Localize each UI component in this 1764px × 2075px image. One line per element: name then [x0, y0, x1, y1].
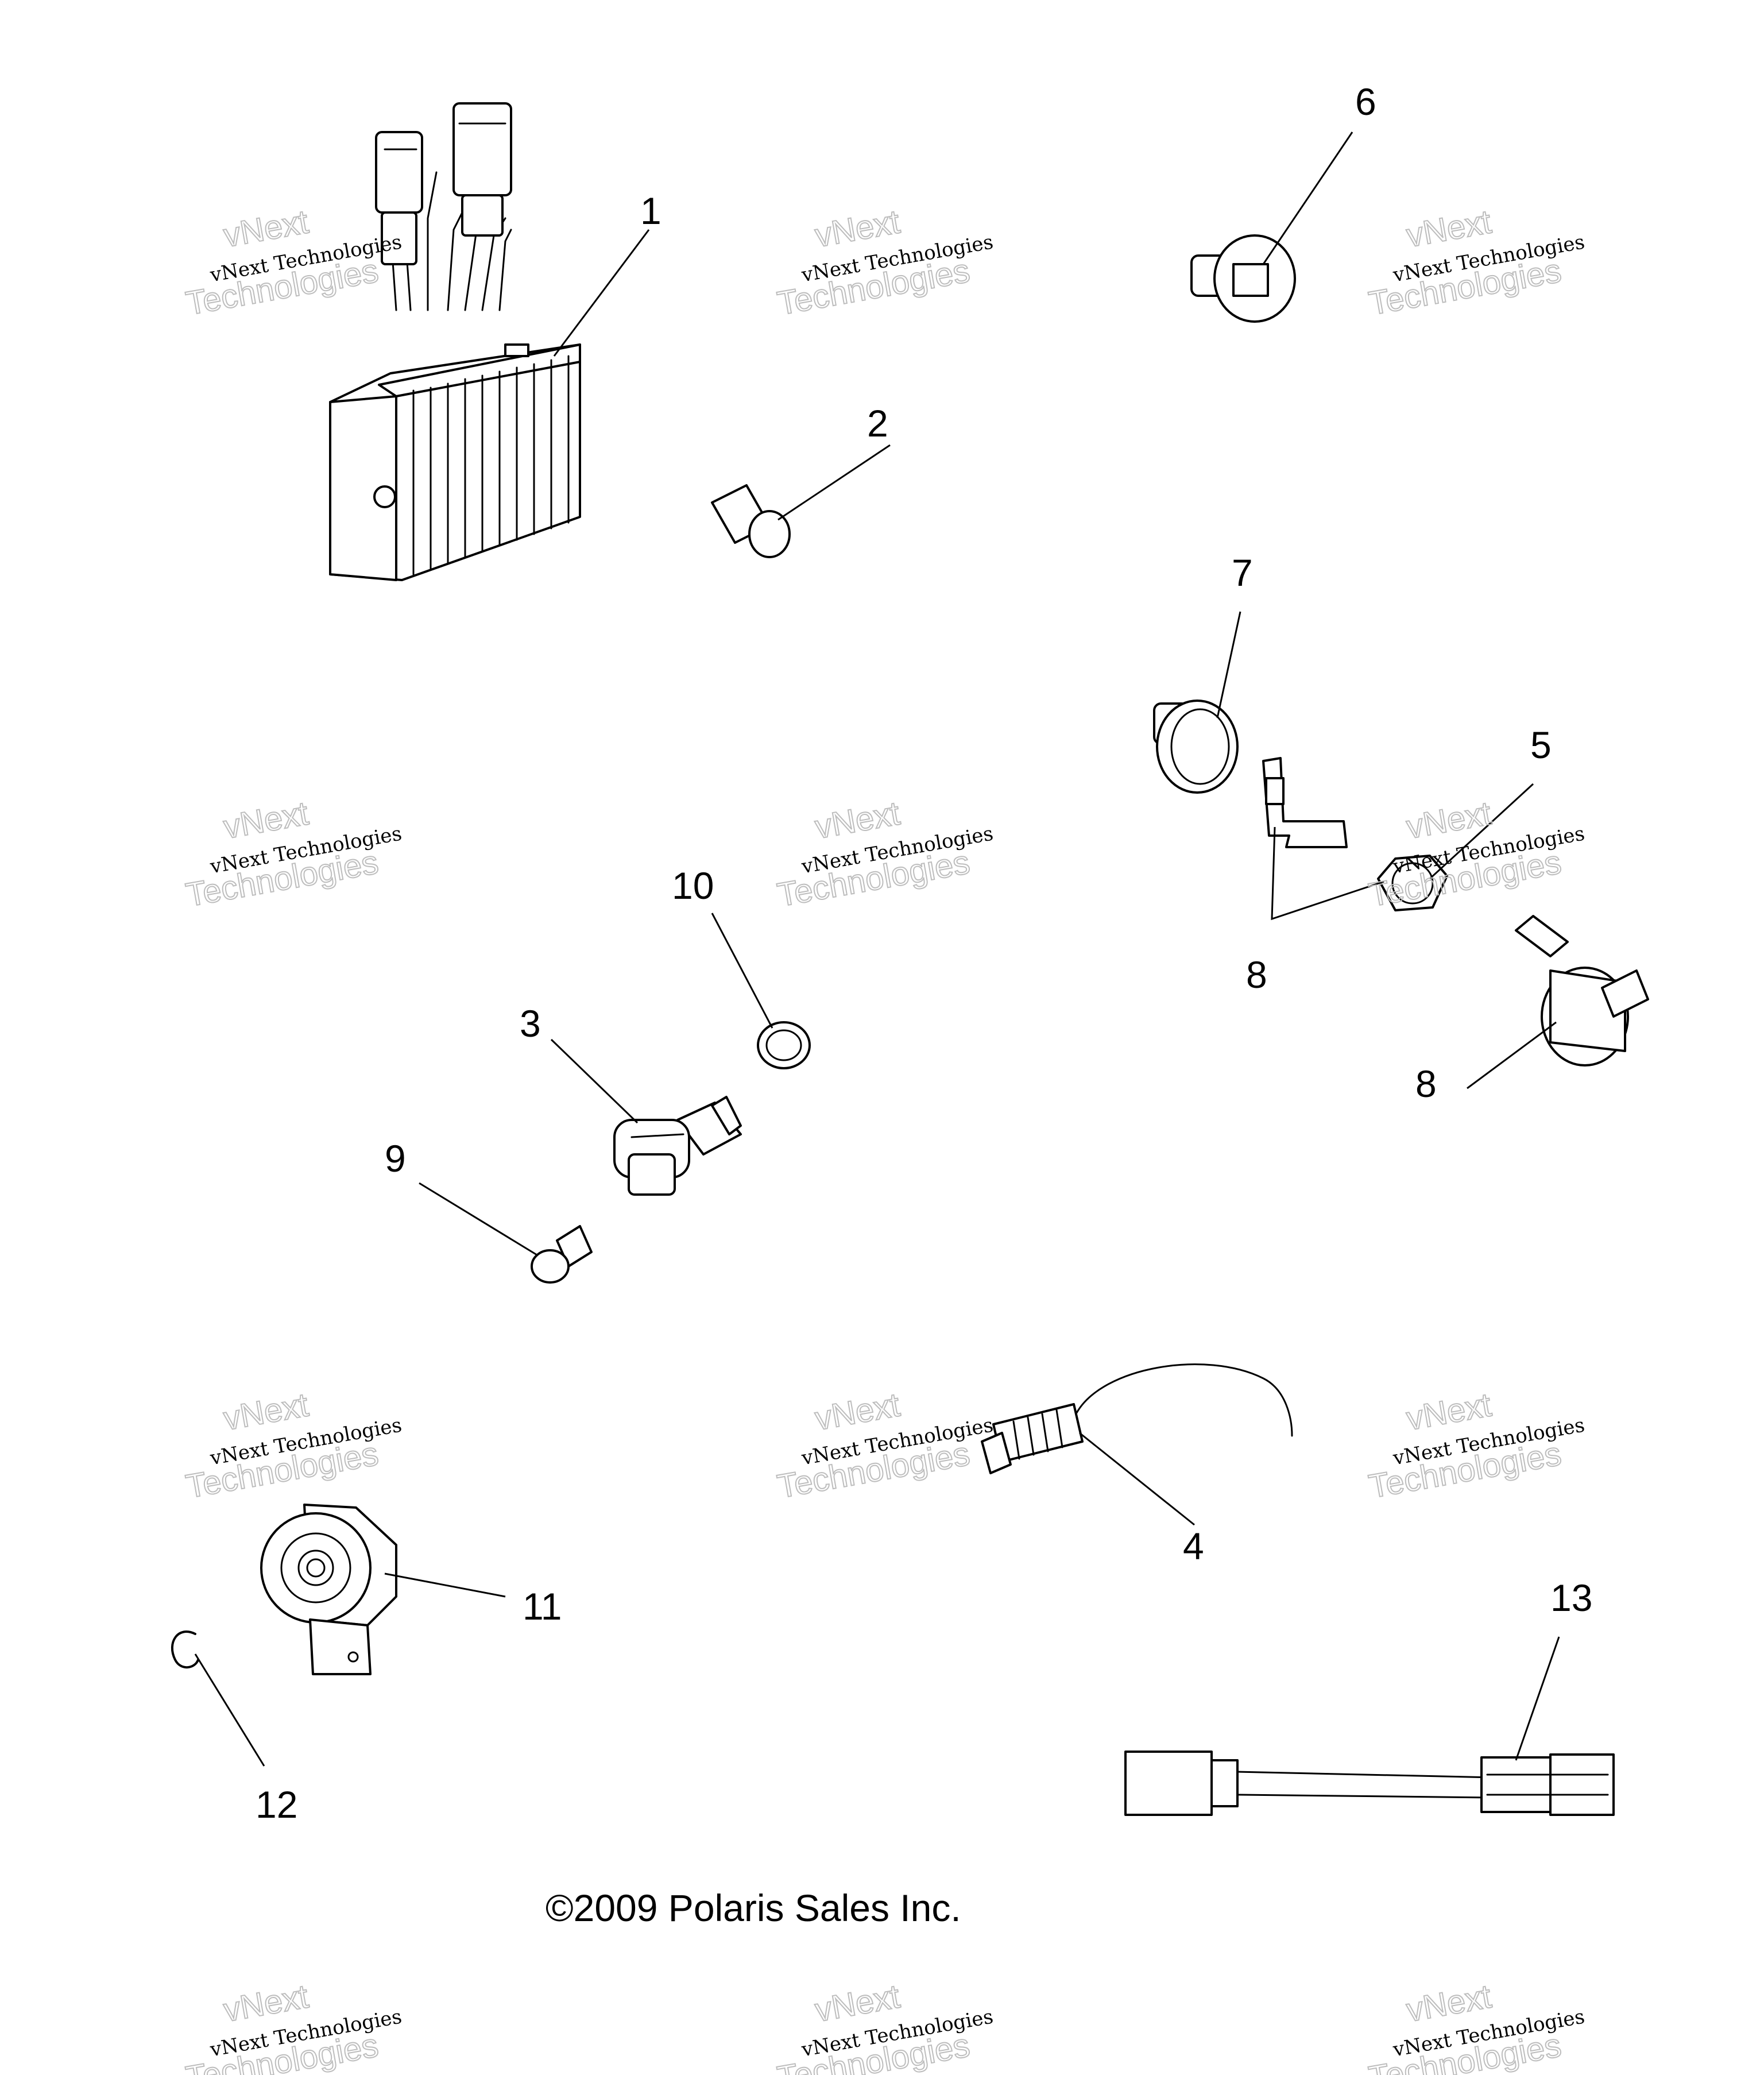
part-11-knock-sensor	[260, 1504, 397, 1675]
leader-8b	[1467, 1021, 1557, 1089]
leader-12	[194, 1653, 265, 1767]
leader-10	[711, 913, 773, 1029]
watermark-line2: vNext	[812, 1386, 902, 1438]
part-5-nut	[1377, 855, 1448, 911]
part-4-o2-sensor	[981, 1363, 1293, 1474]
leader-2	[777, 444, 891, 521]
watermark-line2: vNext	[220, 1977, 311, 2029]
callout-13: 13	[1550, 1576, 1592, 1619]
part-1-regulator	[329, 102, 581, 581]
callout-2: 2	[867, 402, 888, 445]
leader-6	[1262, 132, 1353, 265]
callout-8b: 8	[1415, 1062, 1437, 1105]
watermark-line2: vNext	[1403, 794, 1494, 846]
leader-5	[1429, 783, 1534, 880]
watermark-line2: vNext	[220, 203, 311, 254]
part-9-bolt	[531, 1225, 593, 1284]
callout-4: 4	[1183, 1525, 1204, 1567]
part-10-washer	[757, 1021, 811, 1069]
leader-3	[550, 1038, 639, 1124]
leader-1	[553, 229, 650, 357]
leader-9	[419, 1182, 537, 1256]
leader-11	[384, 1572, 506, 1598]
callout-5: 5	[1530, 724, 1552, 766]
watermark-line2: vNext	[1403, 1977, 1494, 2029]
callout-1: 1	[640, 190, 662, 232]
part-8-switch	[1515, 915, 1649, 1067]
part-3-sensor	[613, 1096, 742, 1196]
callout-6: 6	[1355, 80, 1376, 123]
callout-3: 3	[520, 1002, 541, 1045]
leader-7	[1216, 611, 1241, 718]
part-7-knob	[1153, 700, 1239, 794]
leader-4	[1079, 1432, 1195, 1526]
callout-10: 10	[672, 864, 714, 907]
part-12-clip	[171, 1630, 199, 1669]
part-2-bolt	[711, 484, 791, 558]
callout-12: 12	[256, 1783, 297, 1826]
watermark-line2: vNext	[1403, 203, 1494, 254]
part-8-key	[1262, 757, 1348, 848]
callout-8a: 8	[1246, 953, 1267, 996]
watermark-line2: vNext	[812, 794, 902, 846]
watermark-line2: vNext	[812, 1977, 902, 2029]
watermark-line2: vNext	[220, 794, 311, 846]
callout-11: 11	[523, 1585, 562, 1628]
leader-8a	[1271, 826, 1384, 921]
callout-9: 9	[385, 1137, 406, 1180]
watermark-line2: vNext	[1403, 1386, 1494, 1438]
watermark-line2: vNext	[812, 203, 902, 254]
callout-7: 7	[1232, 551, 1253, 594]
leader-13	[1515, 1636, 1560, 1761]
watermark-line2: vNext	[220, 1386, 311, 1438]
part-6-plug	[1190, 234, 1296, 323]
copyright-notice: ©2009 Polaris Sales Inc.	[546, 1887, 961, 1929]
part-13-harness	[1124, 1751, 1615, 1816]
